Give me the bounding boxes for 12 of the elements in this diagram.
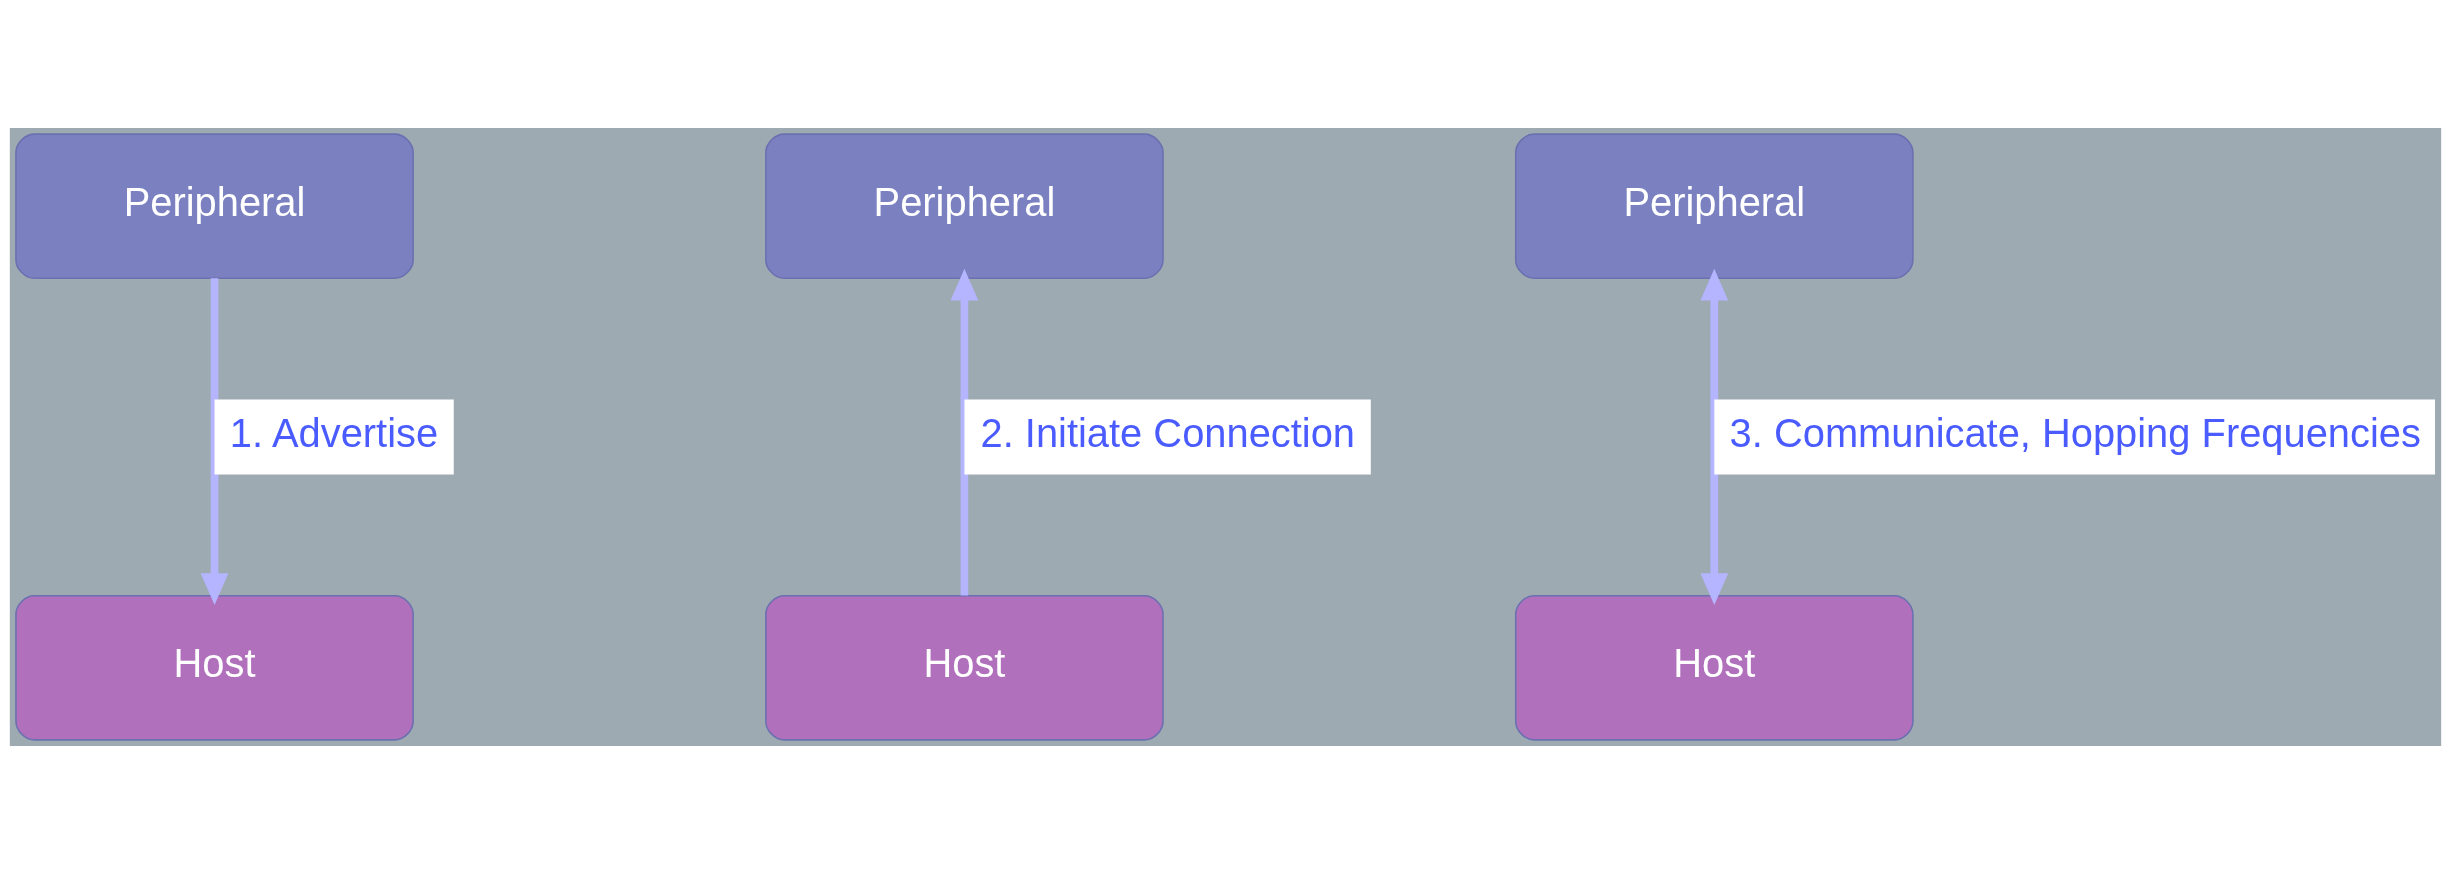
arrow (1700, 268, 1729, 605)
node-box: Peripheral (15, 132, 414, 279)
arrow (200, 277, 229, 605)
edge-label: 3. Communicate, Hopping Frequencies (1729, 410, 2421, 455)
node-box: Host (765, 594, 1164, 741)
edge-label: 1. Advertise (229, 410, 439, 455)
node-box: Host (15, 594, 414, 741)
edge-label: 2. Initiate Connection (980, 410, 1356, 455)
node-box: Host (1514, 594, 1914, 741)
node-box: Peripheral (1514, 132, 1914, 279)
node-box: Peripheral (765, 132, 1164, 279)
arrow (950, 268, 979, 596)
